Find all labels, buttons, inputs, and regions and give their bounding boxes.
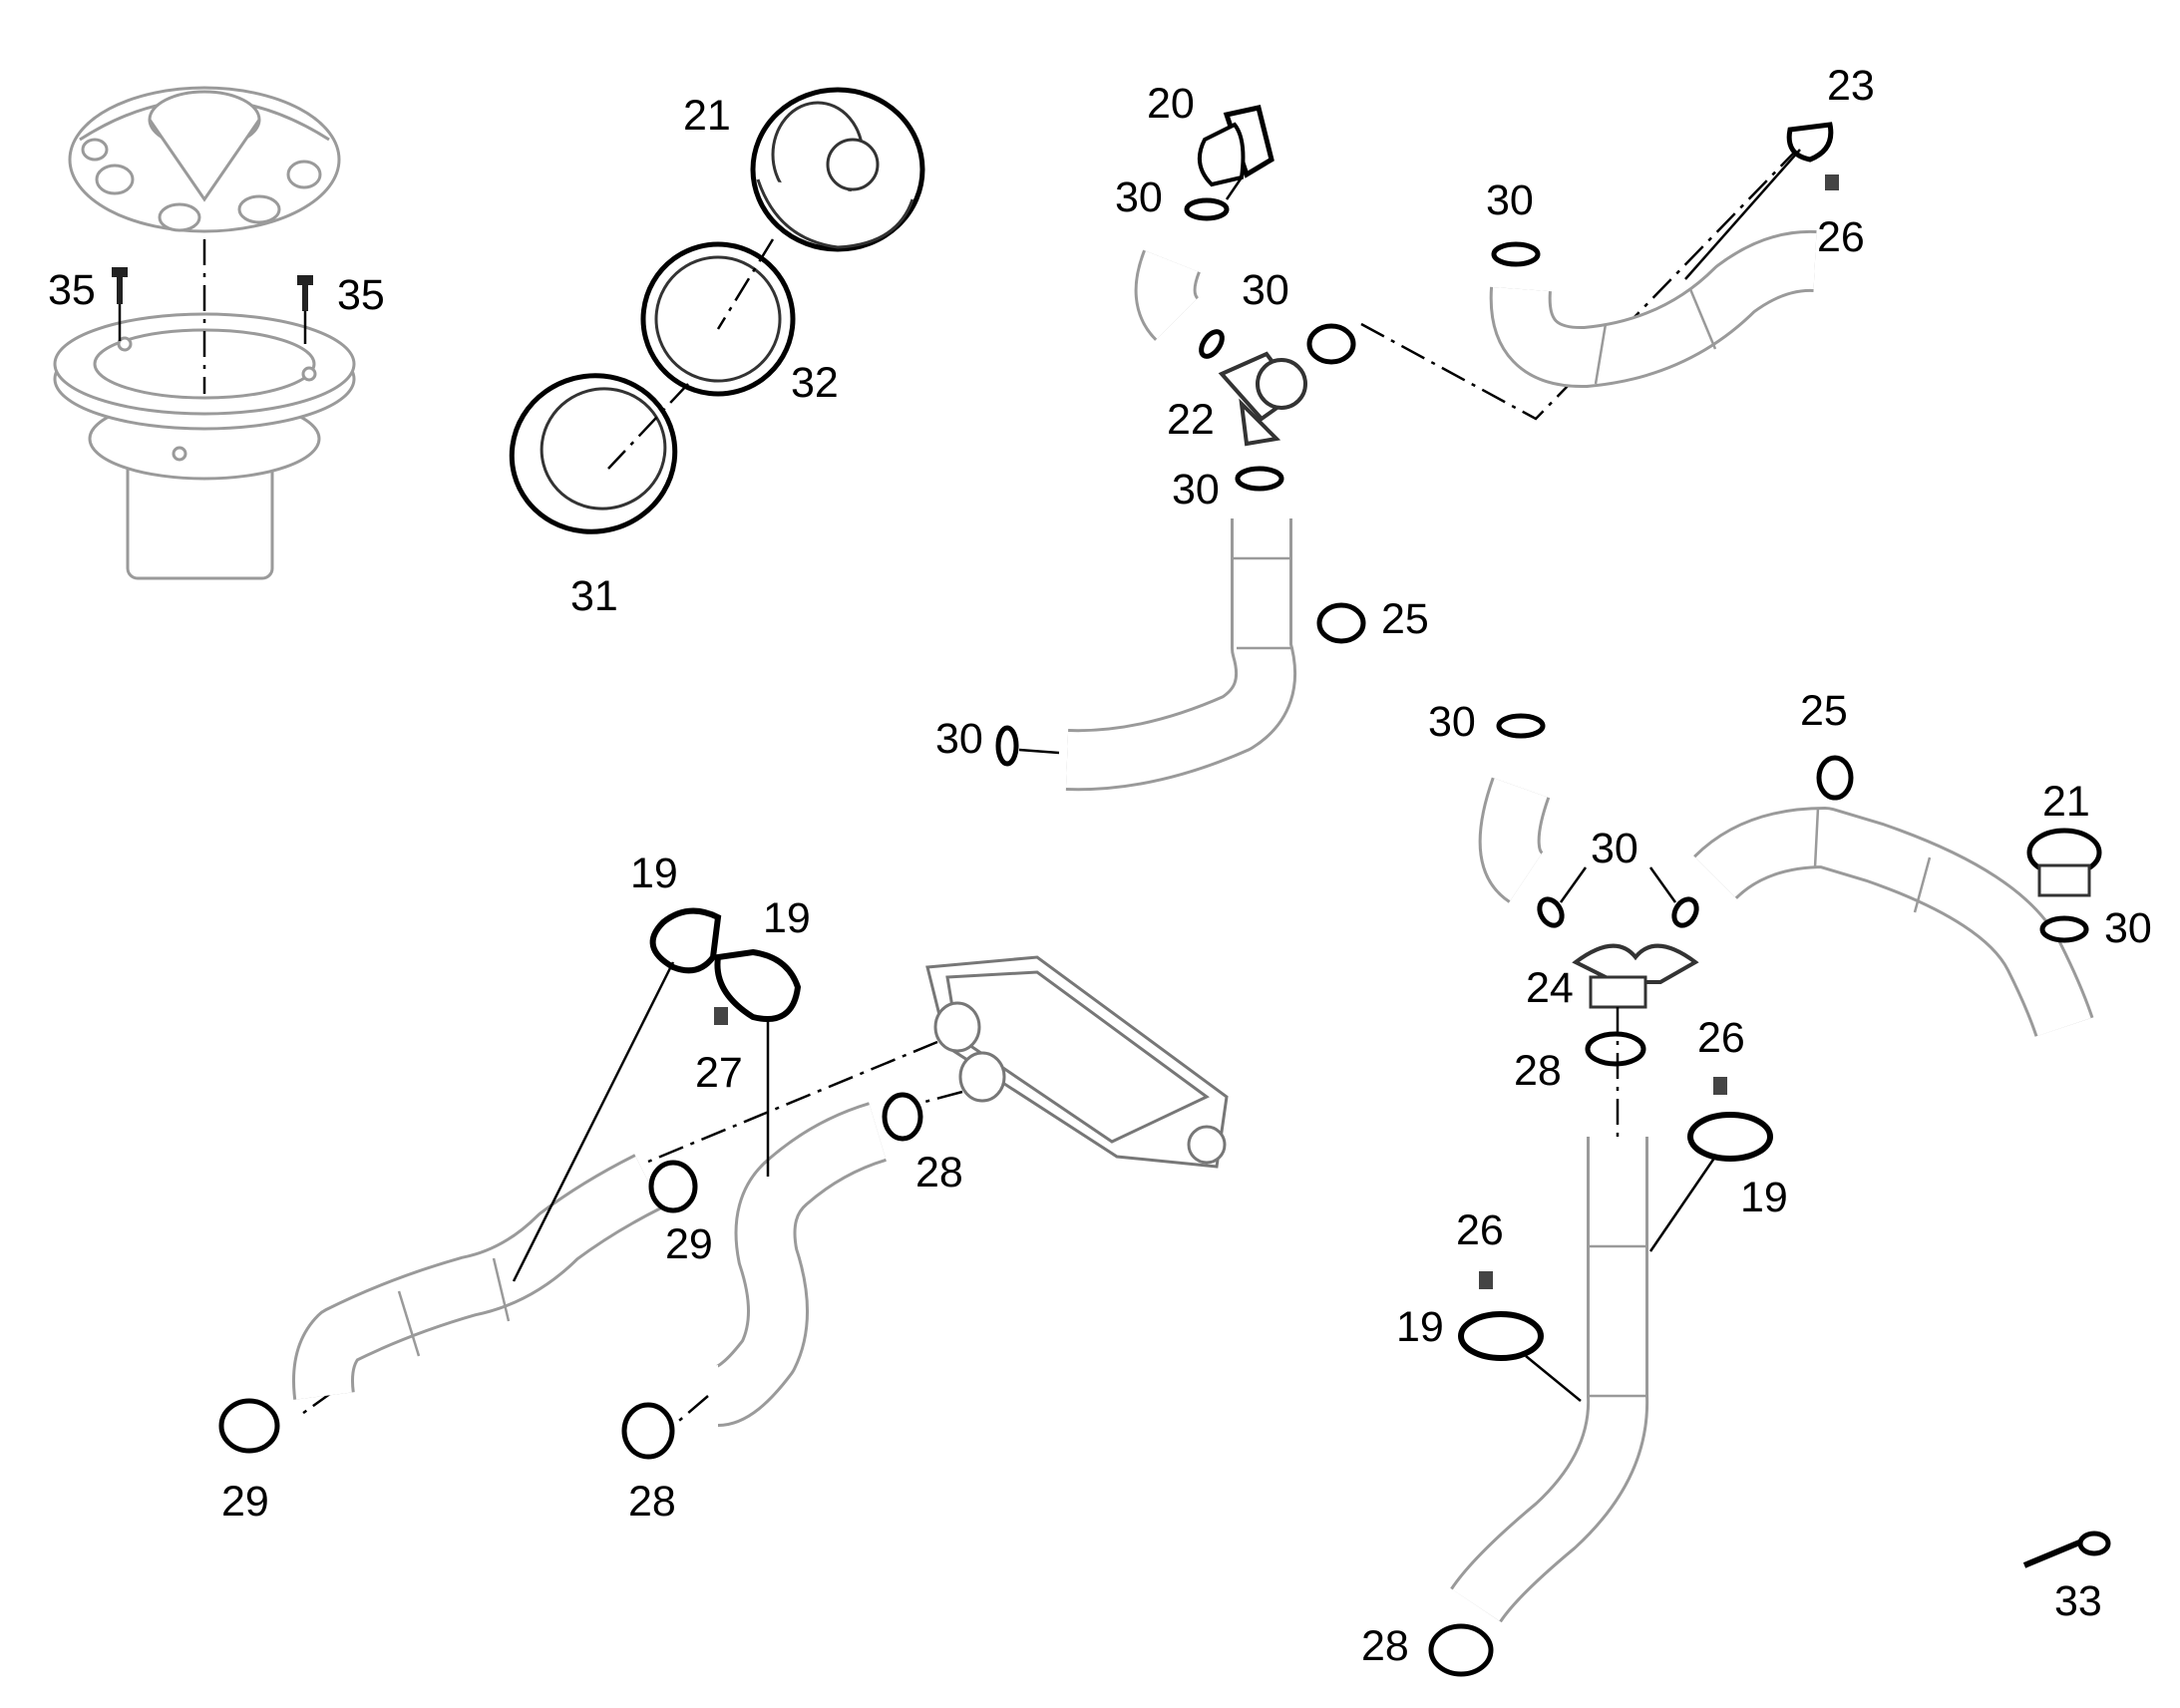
label-35-left: 35 [48, 266, 96, 314]
label-32: 32 [791, 359, 839, 407]
cable-tie-icon [2022, 1531, 2111, 1568]
label-28-c: 28 [915, 1149, 963, 1196]
label-25-a: 25 [1381, 595, 1429, 643]
label-30-e: 30 [935, 715, 983, 763]
label-20: 20 [1147, 80, 1195, 128]
label-19-c: 19 [630, 850, 678, 897]
label-30-g: 30 [1591, 825, 1638, 872]
upper-center-duct [995, 105, 1796, 792]
label-31: 31 [570, 572, 618, 620]
nozzle-ring-assembly [509, 87, 925, 534]
screw-left-icon [112, 267, 128, 341]
label-30-h: 30 [2104, 904, 2152, 952]
label-19-b: 19 [1396, 1303, 1444, 1351]
label-35-right: 35 [337, 271, 385, 319]
label-30-c: 30 [1172, 466, 1220, 513]
label-22: 22 [1167, 396, 1215, 444]
label-19-a: 19 [1740, 1174, 1788, 1221]
label-19-d: 19 [763, 894, 811, 942]
label-30-b: 30 [1242, 266, 1289, 314]
label-29-a: 29 [665, 1220, 713, 1268]
label-30-f: 30 [1428, 698, 1476, 746]
vent-housing-assembly [53, 86, 356, 580]
label-23: 23 [1827, 62, 1875, 110]
label-26-b: 26 [1697, 1014, 1745, 1062]
label-30-a: 30 [1115, 173, 1163, 221]
screw-right-icon [297, 275, 313, 344]
lower-left-assembly [218, 907, 1229, 1460]
right-y-piece-assembly [1428, 713, 2102, 1677]
label-28-b: 28 [1361, 1622, 1409, 1670]
label-25-b: 25 [1800, 687, 1848, 735]
label-26-c: 26 [1456, 1206, 1504, 1254]
label-24: 24 [1526, 964, 1574, 1012]
label-21-right: 21 [2042, 778, 2090, 826]
label-33: 33 [2054, 1577, 2102, 1625]
label-21-top: 21 [683, 92, 731, 140]
label-28-d: 28 [628, 1478, 676, 1526]
label-27: 27 [695, 1049, 743, 1097]
upper-right-hose [1489, 122, 1839, 389]
label-30-d: 30 [1486, 176, 1534, 224]
label-28-a: 28 [1514, 1047, 1562, 1095]
label-26-a: 26 [1817, 213, 1865, 261]
label-29-b: 29 [221, 1478, 269, 1526]
